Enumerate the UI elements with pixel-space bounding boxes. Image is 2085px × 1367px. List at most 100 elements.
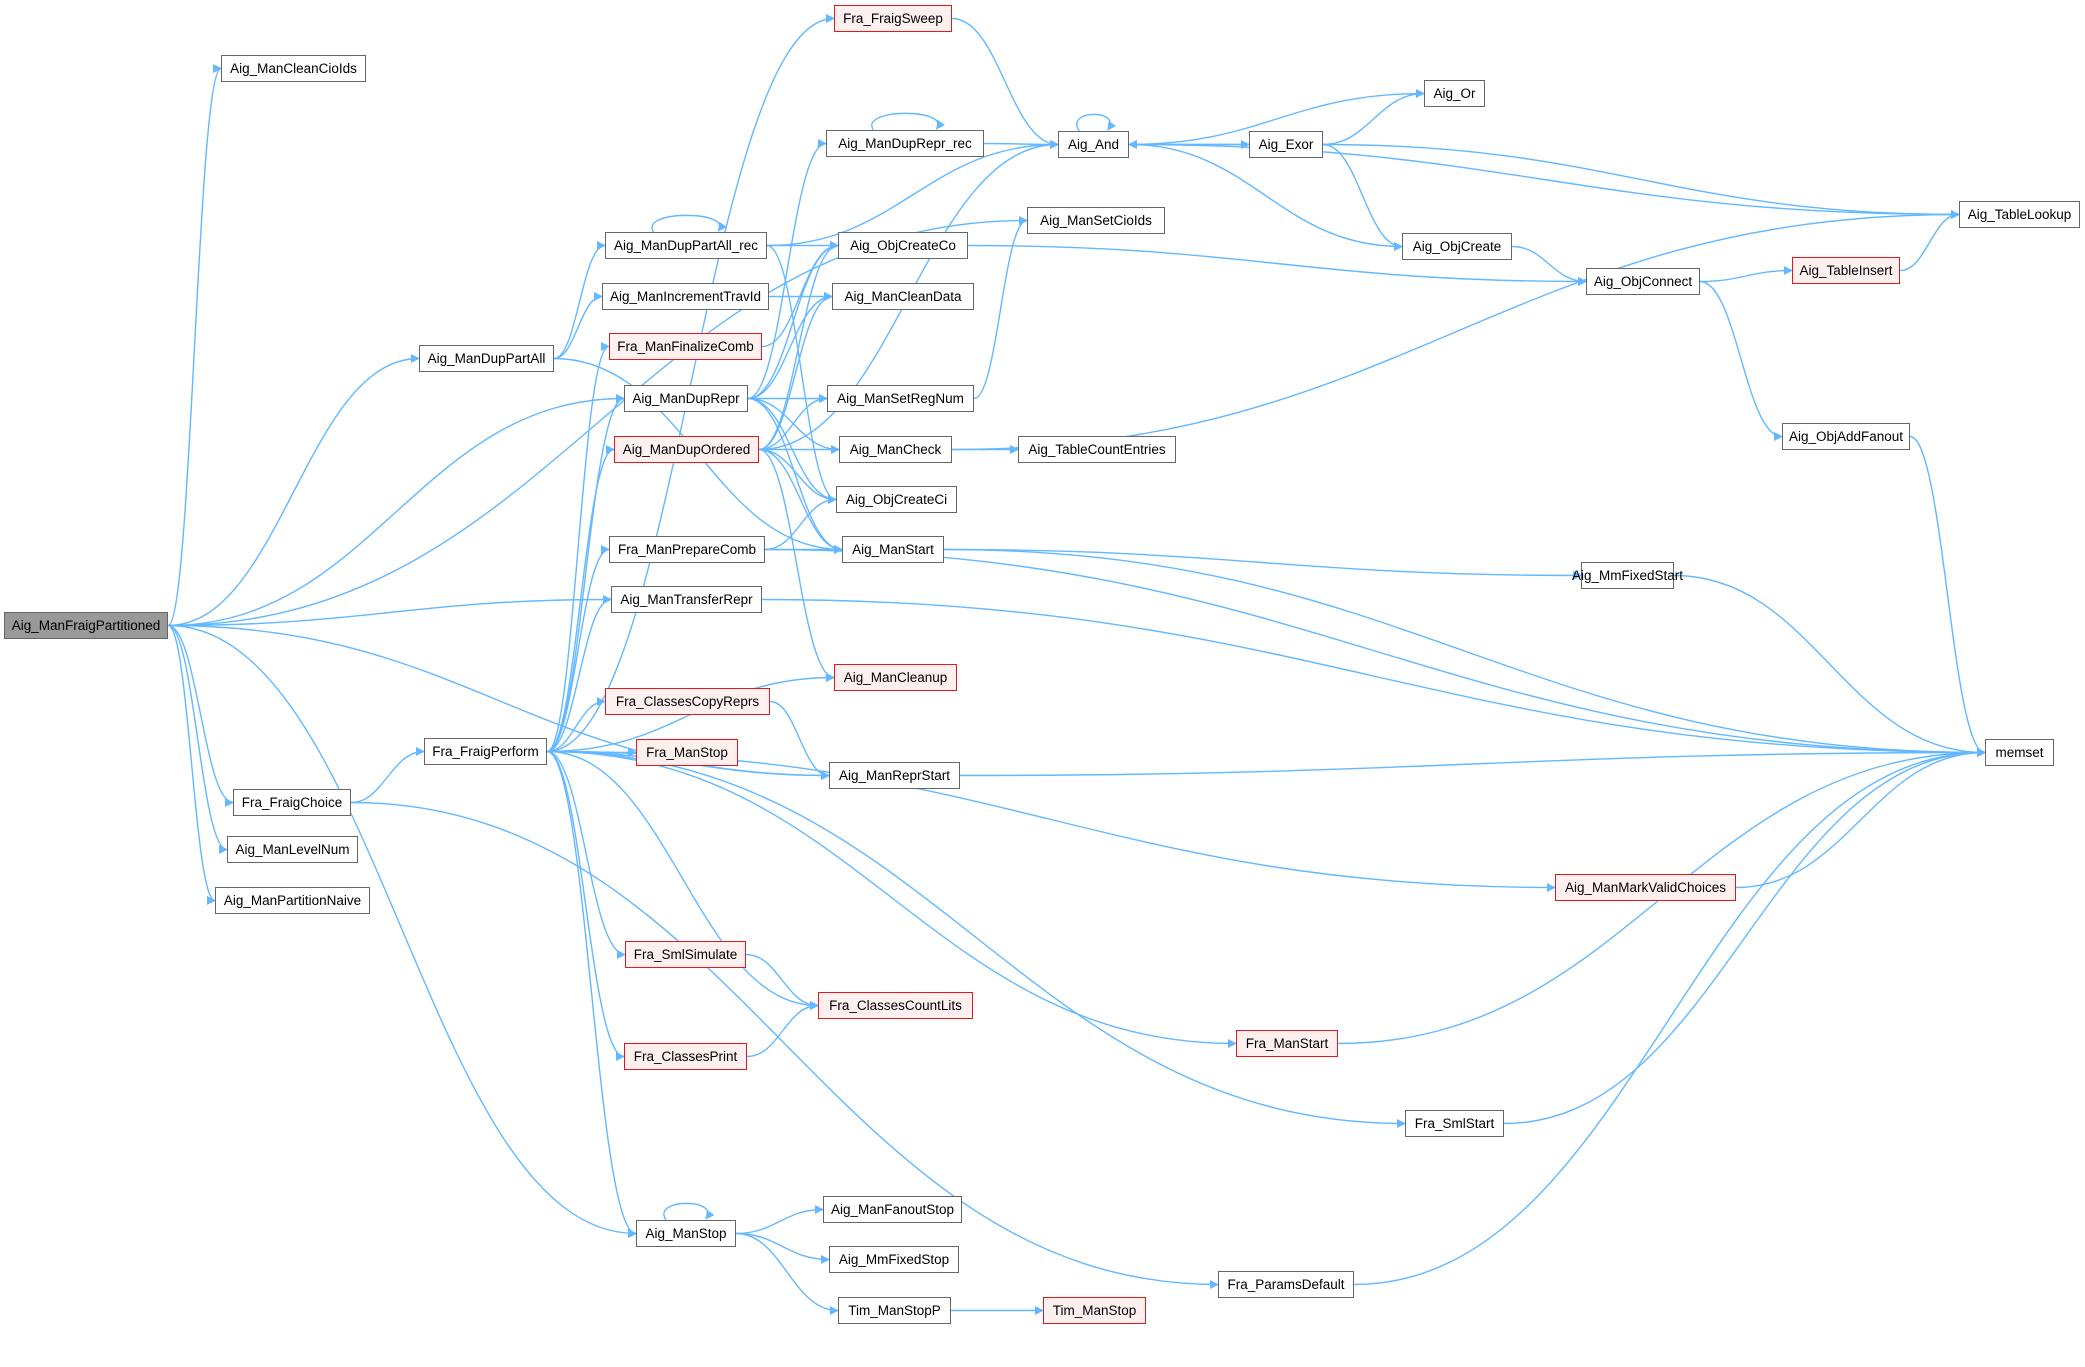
node-aig-mancleandata[interactable]: Aig_ManCleanData [832,283,974,310]
node-aig-objconnect[interactable]: Aig_ObjConnect [1586,268,1700,295]
edge-root-to-levelNum [167,624,228,854]
node-aig-exor[interactable]: Aig_Exor [1249,131,1323,158]
node-aig-mandupordered[interactable]: Aig_ManDupOrdered [614,436,759,463]
edge-dupPartAllRec-to-aigAnd [766,140,1059,247]
edge-aigManStop-to-aigManStop [663,1202,715,1221]
edge-aigOr-to-aigAnd [1128,92,1425,149]
edge-fraigPerform-to-classesCopyReprs [546,697,606,753]
node-aig-mantransferrepr[interactable]: Aig_ManTransferRepr [611,586,762,613]
edge-root-to-cleanCioIds [167,64,222,627]
node-fra-fraigsweep[interactable]: Fra_FraigSweep [834,5,952,32]
node-aig-mansetregnum[interactable]: Aig_ManSetRegNum [827,385,974,412]
node-fra-manfinalizecomb[interactable]: Fra_ManFinalizeComb [609,333,762,360]
node-aig-mansetcioids[interactable]: Aig_ManSetCioIds [1027,207,1165,234]
edge-dupOrdered-to-aigManStart [758,448,843,554]
node-aig-mancheck[interactable]: Aig_ManCheck [839,436,952,463]
node-fra-classesprint[interactable]: Fra_ClassesPrint [624,1043,747,1070]
edge-smlStart-to-memset [1503,748,1986,1125]
node-aig-tablelookup[interactable]: Aig_TableLookup [1959,201,2080,228]
edge-fraigPerform-to-prepareComb [546,545,610,753]
edge-dupRepr-to-dupReprRec [747,139,827,400]
edge-manCheck-to-tableLookup [951,210,1960,451]
edge-objCreate-to-objConnect [1511,245,1587,286]
edge-smlSimulate-to-countLits [745,953,819,1010]
edge-aigExor-to-objCreate [1322,143,1403,251]
node-aig-manduppartall[interactable]: Aig_ManDupPartAll [419,345,554,372]
node-aig-objaddfanout[interactable]: Aig_ObjAddFanout [1782,423,1910,450]
node-fra-manstart[interactable]: Fra_ManStart [1236,1030,1338,1057]
node-fra-classescopyreprs[interactable]: Fra_ClassesCopyReprs [605,688,770,715]
node-aig-manstop[interactable]: Aig_ManStop [636,1220,736,1247]
edge-setRegNum-to-setCioIds [973,216,1028,400]
edge-prepareComb-to-memset [764,548,1986,757]
edge-dupOrdered-to-objCreateCo [758,241,839,451]
edge-objCreateCo-to-objConnect [967,244,1587,286]
edge-objAddFanout-to-memset [1909,435,1986,757]
node-fra-classescountlits[interactable]: Fra_ClassesCountLits [818,992,973,1019]
edge-fraigPerform-to-smlSimulate [546,750,626,959]
node-tim-manstopp[interactable]: Tim_ManStopP [838,1297,951,1324]
edge-dupReprRec-to-aigAnd [983,139,1059,149]
node-aig-objcreateco[interactable]: Aig_ObjCreateCo [838,232,968,259]
node-fra-smlsimulate[interactable]: Fra_SmlSimulate [625,941,746,968]
edge-root-to-fraigChoice [167,624,234,807]
node-aig-manduppartall-rec[interactable]: Aig_ManDupPartAll_rec [605,232,767,259]
node-aig-manstart[interactable]: Aig_ManStart [842,536,944,563]
edge-dupOrdered-to-setRegNum [758,394,828,451]
node-aig-manfraigpartitioned: Aig_ManFraigPartitioned [4,612,168,639]
edge-aigManStop-to-fanoutStop [735,1205,824,1235]
edge-tableInsert-to-tableLookup [1899,210,1960,272]
node-aig-manduprepr[interactable]: Aig_ManDupRepr [624,385,748,412]
edge-fraigPerform-to-transferRepr [546,595,612,753]
edge-aigManStop-to-timStopP [735,1232,839,1315]
edge-paramsDefault-to-memset [1353,748,1986,1286]
node-memset[interactable]: memset [1985,739,2054,766]
edge-objConnect-to-tableInsert [1699,266,1793,283]
node-aig-manduprepr-rec[interactable]: Aig_ManDupRepr_rec [826,130,984,157]
edge-markValid-to-memset [1735,748,1986,889]
node-fra-paramsdefault[interactable]: Fra_ParamsDefault [1218,1271,1354,1298]
edge-fraigPerform-to-countLits [546,750,819,1010]
node-aig-manincrementtravid[interactable]: Aig_ManIncrementTravId [602,283,769,310]
node-fra-smlstart[interactable]: Fra_SmlStart [1405,1110,1504,1137]
edge-fraigPerform-to-fraManStart [546,750,1237,1048]
node-aig-manlevelnum[interactable]: Aig_ManLevelNum [227,836,358,863]
node-aig-tableinsert[interactable]: Aig_TableInsert [1792,257,1900,284]
node-aig-mancleancioids[interactable]: Aig_ManCleanCioIds [221,55,366,82]
edge-root-to-partNaive [167,624,216,905]
node-aig-objcreate[interactable]: Aig_ObjCreate [1402,233,1512,260]
edge-root-to-dupRepr [167,394,625,627]
node-aig-manreprstart[interactable]: Aig_ManReprStart [829,762,960,789]
edge-root-to-setCioIds [167,216,1028,627]
node-aig-mmfixedstart[interactable]: Aig_MmFixedStart [1572,562,1683,589]
node-aig-manmarkvalidchoices[interactable]: Aig_ManMarkValidChoices [1555,874,1736,901]
node-aig-or[interactable]: Aig_Or [1424,80,1485,107]
edge-fraigPerform-to-smlStart [546,750,1406,1128]
node-tim-manstop[interactable]: Tim_ManStop [1043,1297,1146,1324]
node-aig-mancleanup[interactable]: Aig_ManCleanup [834,664,957,691]
node-fra-fraigperform[interactable]: Fra_FraigPerform [424,738,547,765]
edge-fraigPerform-to-finalizeComb [546,342,610,753]
edge-aigExor-to-aigOr [1322,89,1425,146]
node-fra-manpreparecomb[interactable]: Fra_ManPrepareComb [609,536,765,563]
edge-fraigPerform-to-dupOrdered [546,445,615,753]
edge-classesCopyReprs-to-reprStart [769,700,830,780]
node-aig-manfanoutstop[interactable]: Aig_ManFanoutStop [823,1196,962,1223]
edge-classesPrint-to-countLits [746,1001,819,1058]
node-aig-manpartitionnaive[interactable]: Aig_ManPartitionNaive [215,887,370,914]
edge-aigAnd-to-aigAnd [1076,113,1117,132]
node-fra-manstop[interactable]: Fra_ManStop [636,739,738,766]
node-aig-objcreateci[interactable]: Aig_ObjCreateCi [836,486,957,513]
edge-fraigPerform-to-markValid [546,750,1556,892]
edge-aigAnd-to-objCreate [1128,143,1403,251]
node-aig-mmfixedstop[interactable]: Aig_MmFixedStop [829,1246,959,1273]
node-fra-fraigchoice[interactable]: Fra_FraigChoice [233,789,351,816]
edge-dupRepr-to-cleanData [747,292,833,400]
node-aig-and[interactable]: Aig_And [1058,131,1129,158]
node-aig-tablecountentries[interactable]: Aig_TableCountEntries [1018,436,1176,463]
edge-dupOrdered-to-objCreateCi [758,448,837,504]
edge-fraigChoice-to-paramsDefault [350,801,1219,1289]
edge-root-to-aigManStop [167,624,637,1238]
